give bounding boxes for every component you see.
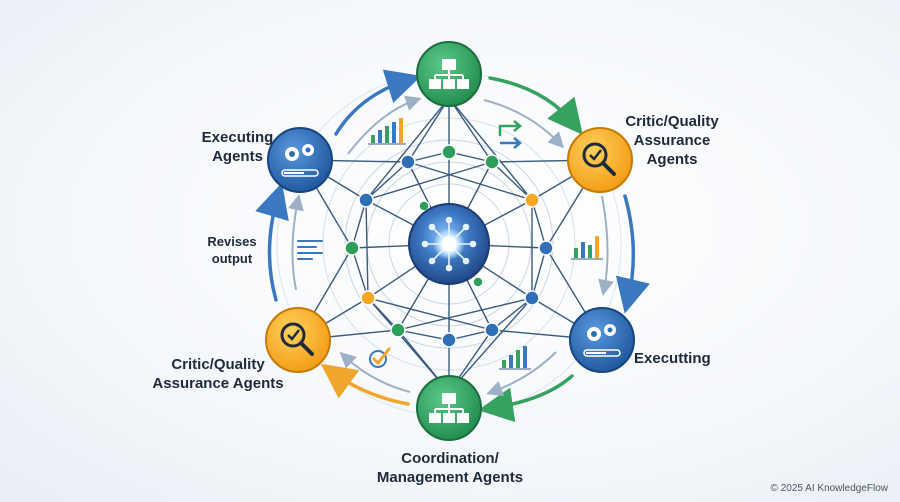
junction-node — [484, 154, 500, 170]
executing-node-right — [569, 307, 635, 373]
magnifier-check-icon — [582, 142, 616, 176]
junction-nodes — [344, 144, 554, 348]
junction-node — [472, 276, 484, 288]
junction-node — [418, 200, 430, 212]
bar-chart-icon — [499, 346, 531, 370]
bar-chart-icon — [571, 236, 603, 260]
gears-icon — [281, 144, 319, 177]
junction-node — [484, 322, 500, 338]
coordination-agents-label: Coordination/ Management Agents — [376, 450, 524, 486]
junction-node — [358, 192, 374, 208]
inner-flow-arrows — [288, 95, 614, 397]
critic-agents-label-left: Critic/Quality Assurance Agents — [152, 356, 284, 392]
hierarchy-icon — [429, 393, 469, 423]
junction-node — [400, 154, 416, 170]
junction-node — [344, 240, 360, 256]
hierarchy-icon — [429, 59, 469, 89]
checkmark-badge-icon — [369, 347, 391, 368]
gears-icon — [583, 324, 621, 357]
central-hub — [408, 203, 490, 285]
workflow-arrows-icon — [498, 120, 522, 149]
list-icon — [297, 240, 323, 260]
junction-node — [524, 192, 540, 208]
magnifier-check-icon — [280, 322, 314, 356]
copyright-notice: © 2025 AI KnowledgeFlow — [770, 483, 888, 494]
executing-node-left — [267, 127, 333, 193]
executing-agents-label-left: Executing Agents — [201, 129, 274, 165]
network-hub-icon — [421, 216, 477, 272]
junction-node — [538, 240, 554, 256]
junction-node — [360, 290, 376, 306]
junction-node — [441, 144, 457, 160]
coordination-node-bottom — [416, 375, 482, 441]
critic-agents-label-right: Critic/Quality Assurance Agents — [625, 113, 719, 168]
junction-node — [441, 332, 457, 348]
junction-node — [390, 322, 406, 338]
coordination-node-top — [416, 41, 482, 107]
executing-label-right: Executting — [634, 350, 711, 367]
junction-node — [524, 290, 540, 306]
outer-flow-arrows — [255, 69, 650, 423]
critic-node-right — [567, 127, 633, 193]
critic-node-left — [265, 307, 331, 373]
revises-output-label: Revises output — [207, 234, 257, 266]
bar-chart-icon — [368, 118, 406, 145]
